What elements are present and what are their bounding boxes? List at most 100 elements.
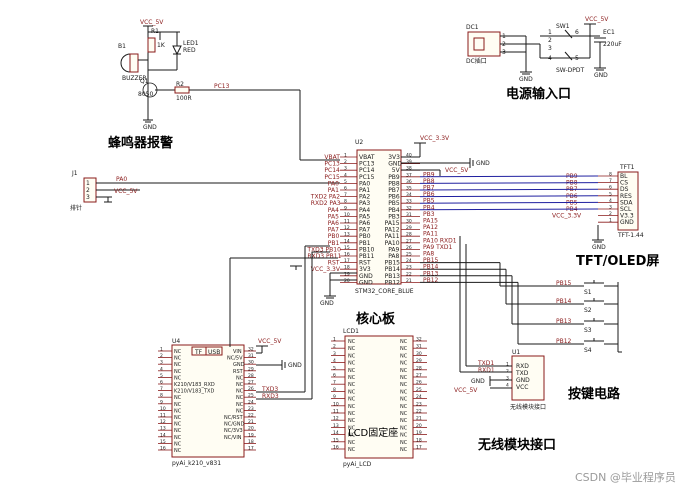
u4-tx: TXD3 — [261, 386, 278, 393]
u1-net: TXD1 — [477, 360, 494, 367]
svg-text:VCC_5V: VCC_5V — [445, 167, 469, 174]
u2-right-pin-num: 40 — [406, 153, 412, 159]
u2-right-pin-num: 33 — [406, 199, 412, 205]
buzzer-val-q1: 8050 — [138, 91, 153, 98]
u2-right-pin-num: 38 — [406, 166, 412, 172]
lcd1-right-pin-num: 25 — [416, 387, 422, 393]
u2-right-pin-name: PB8 — [388, 180, 400, 187]
buzzer-ref-r2: R2 — [176, 81, 184, 88]
u2-left-net: RXD3 PB11 — [307, 253, 341, 260]
u2-left-pin-name: PA4 — [359, 207, 370, 214]
u4-left-pin-num: 1 — [160, 347, 163, 353]
u4-left-pin-num: 16 — [160, 446, 166, 452]
u4-right-pin-num: 21 — [248, 419, 254, 425]
lcd1-left-pin-num: 14 — [333, 430, 339, 436]
u2-right-net: PA11 — [423, 231, 438, 238]
tft1-pin-num: 1 — [609, 218, 612, 224]
u4-left-pin-name: NC — [174, 362, 182, 368]
u4-right-pin-name: NC — [236, 395, 244, 401]
tft-bus-wires — [419, 175, 599, 211]
u4-right-pin-name: NC/RST — [224, 415, 244, 421]
lcd1-left-pin-num: 2 — [333, 344, 336, 350]
u2-left-pin-num: 5 — [344, 179, 347, 185]
u2-left-pin-num: 10 — [344, 212, 350, 218]
u2-right-pin-name: PB9 — [388, 174, 400, 181]
tft1-pin-num: 4 — [609, 198, 612, 204]
tft1-pins: BL8PB9CS7PB8DS6PB7RES5PB6SDA4PB5SCL3PB4V… — [552, 172, 634, 227]
u2-right-pin-name: PB5 — [388, 200, 400, 207]
svg-text:GND: GND — [592, 244, 606, 251]
u2-left-net: PC13 — [324, 161, 340, 168]
tft1-pin-name: CS — [620, 180, 628, 187]
u2-right-pin-name: PB6 — [388, 194, 400, 201]
u2-right-pin-num: 30 — [406, 219, 412, 225]
u2-right-pin-name: PA15 — [385, 220, 400, 227]
u2-right-pin-num: 32 — [406, 205, 412, 211]
u2-right-pin-num: 36 — [406, 179, 412, 185]
u2-left-pin-num: 12 — [344, 225, 350, 231]
u4-left-pin-num: 10 — [160, 406, 166, 412]
svg-text:5: 5 — [575, 55, 579, 62]
u2-left-net: PC14 — [324, 167, 340, 174]
lcd1-left-pin-num: 5 — [333, 365, 336, 371]
u4-right-pin-name: NC — [236, 382, 244, 388]
u4-left-pin-num: 7 — [160, 386, 163, 392]
u2-right-net: PB13 — [423, 270, 439, 277]
svg-text:GND: GND — [519, 76, 533, 83]
u1-ref: U1 — [512, 349, 520, 356]
lcd1-right-pin-num: 26 — [416, 380, 422, 386]
u2-left-net: RXD2 PA3 — [311, 200, 341, 207]
lcd1-left-pin-num: 4 — [333, 358, 336, 364]
u4-left-pin-name: NC — [174, 369, 182, 375]
svg-text:GND: GND — [476, 160, 490, 167]
u2-left-pin-name: PB10 — [359, 246, 375, 253]
lcd1-left-pin-name: NC — [348, 339, 356, 345]
svg-text:1: 1 — [548, 29, 552, 36]
u1-pin-num: 3 — [506, 376, 509, 382]
svg-text:GND: GND — [320, 300, 334, 307]
u2-right-pin-num: 35 — [406, 186, 412, 192]
u2-right-net: PB4 — [423, 204, 435, 211]
lcd1-left-pin-name: NC — [348, 368, 356, 374]
u2-ref: U2 — [355, 139, 363, 146]
bus-wire — [419, 208, 599, 211]
u2-right-pin-num: 37 — [406, 172, 412, 178]
lcd1-right-pin-name: NC — [400, 404, 408, 410]
u2-right-pin-name: PA12 — [385, 227, 400, 234]
power-input-circuit: DC1 DC插口 1 2 3 GND SW1 SW-DPDT 1 2 3 4 6… — [466, 16, 622, 102]
u4-usb: USB — [208, 349, 220, 356]
heading-tft: TFT/OLED屏 — [576, 254, 659, 269]
u4-right-pin-name: NC/5V — [227, 356, 243, 362]
tft1-pin-num: 3 — [609, 205, 612, 211]
header-j1: J1 排针 1 2 3 PA0 VCC_5V — [70, 170, 340, 212]
u2-right-pin-num: 31 — [406, 212, 412, 218]
lcd1-left-pin-name: NC — [348, 411, 356, 417]
u2-left-pin-name: RST — [359, 260, 371, 267]
u2-left-pin-name: PC13 — [359, 161, 375, 168]
u4-right-pin-name: VIN — [233, 349, 242, 355]
u2-right-pin-num: 34 — [406, 192, 412, 198]
buzzer-ref-q1: Q1 — [140, 78, 149, 85]
u1-pin-num: 1 — [506, 362, 509, 368]
u4-left-pin-name: NC — [174, 415, 182, 421]
bus-wire — [419, 201, 599, 204]
key-ref: S3 — [584, 327, 592, 334]
u4-name: pyAi_k210_v831 — [172, 460, 221, 467]
heading-power: 电源输入口 — [506, 86, 571, 102]
key-net: PB14 — [556, 298, 572, 305]
lcd1-left-pin-name: NC — [348, 382, 356, 388]
buzzer-val-led1: RED — [183, 47, 196, 54]
u4-left-pin-num: 15 — [160, 439, 166, 445]
u2-left-net: PA4 — [328, 207, 339, 214]
u4-left-pin-num: 12 — [160, 419, 166, 425]
tft1-pin-name: SCL — [620, 206, 632, 213]
svg-text:1: 1 — [86, 180, 90, 187]
u2-right-pin-name: PA9 — [388, 246, 399, 253]
svg-text:3: 3 — [86, 194, 90, 201]
u2-right-pin-num: 23 — [406, 265, 412, 271]
u4-right-pin-name: NC — [236, 402, 244, 408]
u2-right-net: PA10 RXD1 — [423, 237, 457, 244]
